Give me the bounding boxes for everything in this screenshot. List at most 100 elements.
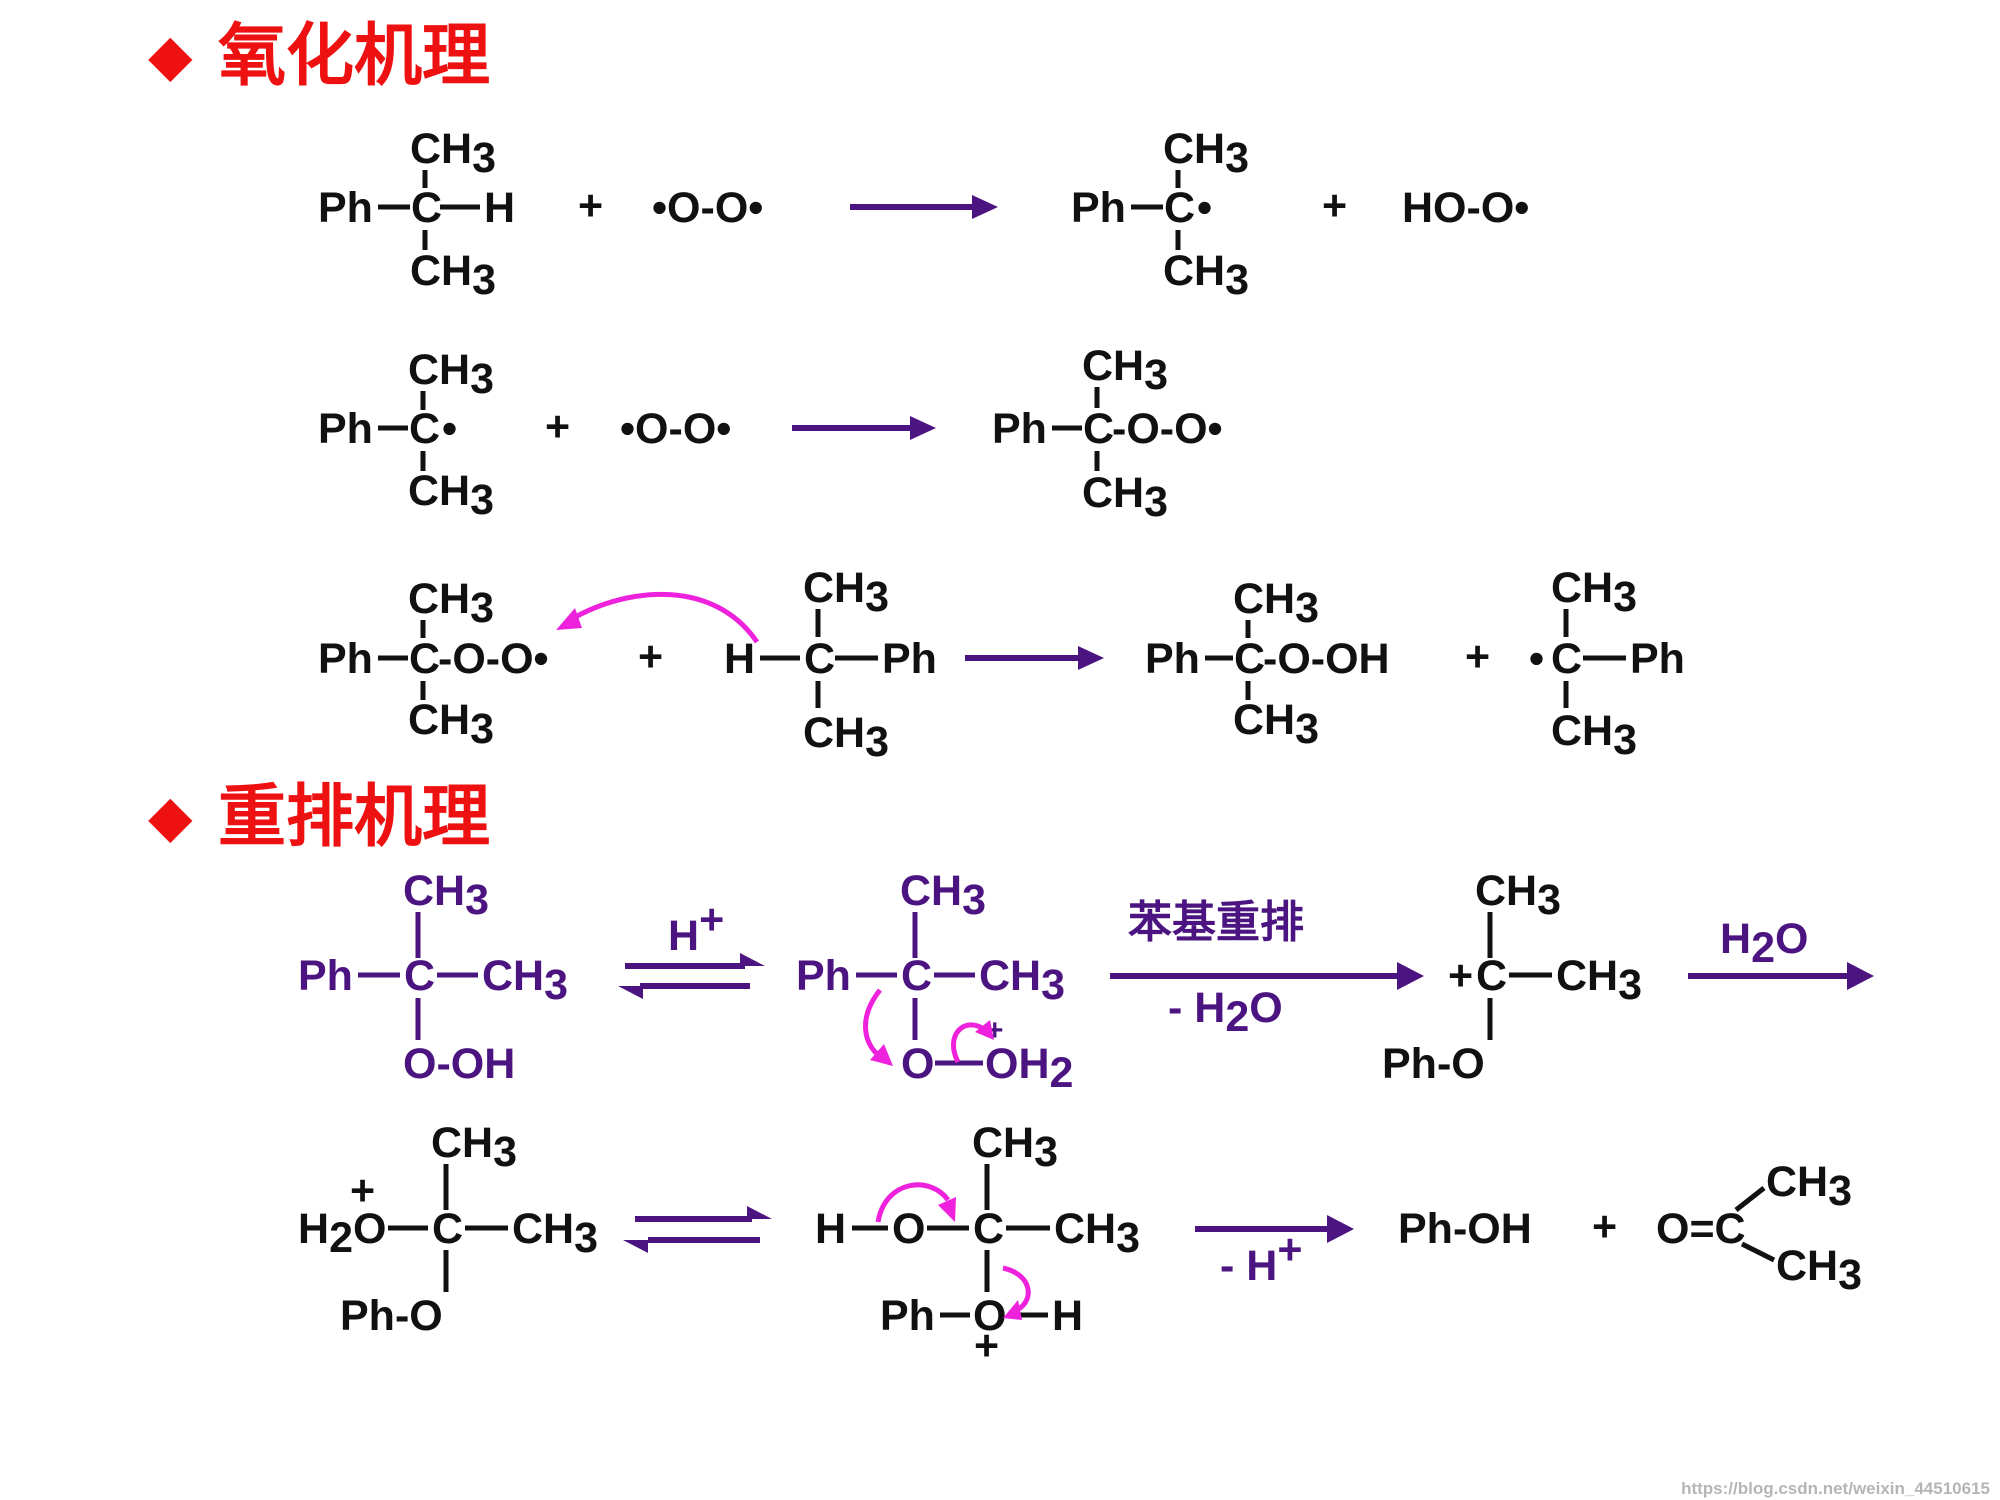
methyl-bottom-label: CH3	[408, 467, 494, 524]
carbon-label: C	[804, 635, 835, 683]
radical-dot-icon: •	[1197, 184, 1212, 232]
ox-r2-plus: +	[545, 403, 570, 451]
radical-dot-icon: •	[442, 405, 457, 453]
methyl-right-label: CH3	[1054, 1205, 1140, 1262]
oxygen-diradical-label: •O-O•	[652, 184, 763, 232]
re-r1-protonated: CH3 Ph C CH3 O OH2 +	[796, 867, 1073, 1097]
carbon-label: C	[411, 184, 442, 232]
heading-oxidation: ◆ 氧化机理	[148, 18, 490, 94]
ox-r2-peroxy-radical: CH3 Ph C -O-O• CH3	[992, 342, 1223, 526]
plus-sign: +	[638, 633, 663, 681]
ox-r3-peroxy-radical: CH3 Ph C -O-O• CH3	[318, 575, 549, 753]
phenyl-label: Ph	[992, 405, 1047, 453]
half-arrow-head-icon	[740, 953, 765, 966]
ox-r2-reaction-arrow	[792, 416, 936, 440]
methyl-right-label: CH3	[979, 952, 1065, 1009]
re-r1-hydroperoxide: CH3 Ph C CH3 O-OH	[298, 867, 568, 1088]
ox-r1-cumene: CH3 Ph C H CH3	[318, 125, 515, 304]
oxygen-diradical-label: •O-O•	[620, 405, 731, 453]
re-r1-water-label: H2O	[1720, 915, 1808, 972]
phenyl-label: Ph	[796, 952, 851, 1000]
re-r1-rearrangement-arrow	[1110, 962, 1424, 990]
methyl-top-label: CH3	[972, 1119, 1058, 1176]
methyl-right-label: CH3	[1556, 952, 1642, 1009]
heading-rearrangement-text: 重排机理	[218, 779, 490, 855]
carbon-label: C	[1083, 405, 1114, 453]
oxonium-left-label: H2O	[298, 1205, 386, 1262]
methyl-top-label: CH3	[1551, 564, 1637, 621]
diamond-bullet-icon: ◆	[148, 784, 193, 849]
ox-r2-oxygen: •O-O•	[620, 405, 731, 453]
watermark-url: https://blog.csdn.net/weixin_44510615	[1681, 1479, 1990, 1498]
arrow-head-icon	[1847, 962, 1874, 990]
carbon-label: C	[1164, 184, 1195, 232]
carbonyl-label: O=C	[1656, 1205, 1746, 1253]
carbon-label: C	[409, 635, 440, 683]
heading-rearrangement: ◆ 重排机理	[148, 779, 490, 855]
plus-sign: +	[578, 182, 603, 230]
ox-r1-hydroperoxyl: HO-O•	[1402, 184, 1529, 232]
methyl-top-label: CH3	[1233, 575, 1319, 632]
hydroperoxy-chain-label: -O-OH	[1263, 635, 1390, 683]
methyl-top-label: CH3	[900, 867, 986, 924]
ox-r3-plus-1: +	[638, 633, 663, 681]
half-arrow-head-icon	[623, 1240, 648, 1253]
methyl-top-label: CH3	[408, 346, 494, 403]
re-r1-water-loss-label: - H2O	[1168, 984, 1283, 1041]
phenyl-label: Ph	[1630, 635, 1685, 683]
methyl-top-label: CH3	[1163, 125, 1249, 182]
plus-sign: +	[1322, 182, 1347, 230]
ox-r1-oxygen: •O-O•	[652, 184, 763, 232]
arrow-head-icon	[1078, 646, 1104, 670]
carbon-label: C	[901, 952, 932, 1000]
re-r1-acid-label: H+	[668, 896, 724, 960]
re-r1-hydration-arrow	[1688, 962, 1874, 990]
methyl-upper-label: CH3	[1766, 1158, 1852, 1215]
arrow-head-icon	[1397, 962, 1424, 990]
arrow-head-icon	[910, 416, 936, 440]
phenyl-migration-arrow	[863, 988, 994, 1066]
oxygen-label: O	[973, 1292, 1006, 1340]
curved-arrow-head-icon	[870, 1044, 893, 1066]
hydrogen-label: H	[815, 1205, 846, 1253]
plus-sign: +	[1465, 633, 1490, 681]
peroxy-chain-label: -O-O•	[438, 635, 549, 683]
methyl-bottom-label: CH3	[1082, 469, 1168, 526]
re-r2-equilibrium-arrow	[623, 1206, 772, 1253]
methyl-bottom-label: CH3	[408, 696, 494, 753]
oxygen-label: O	[901, 1040, 934, 1088]
plus-sign: +	[545, 403, 570, 451]
ox-r2-cumyl-radical: CH3 Ph C • CH3	[318, 346, 494, 524]
carbon-label: C	[1234, 635, 1265, 683]
methyl-bottom-label: CH3	[1163, 247, 1249, 304]
minus-water-label: - H2O	[1168, 984, 1283, 1041]
arrow-head-icon	[972, 195, 998, 219]
oxygen-label: O	[892, 1205, 925, 1253]
positive-charge-label: +	[974, 1322, 999, 1370]
phenyl-label: Ph	[880, 1292, 935, 1340]
re-r1-phenyl-shift-label: 苯基重排	[1128, 898, 1304, 947]
hydrogen-label: H	[1052, 1292, 1083, 1340]
ox-r3-reaction-arrow	[965, 646, 1104, 670]
phenyl-label: Ph	[318, 184, 373, 232]
hydroperoxy-label: O-OH	[403, 1040, 515, 1088]
bond-line	[1734, 1186, 1766, 1212]
hydrogen-label: H	[484, 184, 515, 232]
methyl-top-label: CH3	[431, 1119, 517, 1176]
re-r1-oxocarbenium: CH3 + C CH3 Ph-O	[1382, 867, 1642, 1088]
hydroperoxyl-label: HO-O•	[1402, 184, 1529, 232]
carbon-label: C	[432, 1205, 463, 1253]
re-r2-electron-arrows	[875, 1182, 1031, 1320]
positive-charge-label: +	[350, 1167, 375, 1215]
methyl-top-label: CH3	[1082, 342, 1168, 399]
carbon-label: C	[1551, 635, 1582, 683]
curved-arrow-head-icon	[975, 1020, 994, 1040]
phenyl-label: Ph	[298, 952, 353, 1000]
ox-r3-plus-2: +	[1465, 633, 1490, 681]
half-arrow-head-icon	[747, 1206, 772, 1219]
phenol-label: Ph-OH	[1398, 1205, 1532, 1253]
arrow-head-icon	[1327, 1215, 1354, 1243]
hydrogen-label: H	[724, 635, 755, 683]
curved-arrow-path	[951, 1022, 987, 1064]
positive-charge-label: +	[1448, 952, 1473, 1000]
